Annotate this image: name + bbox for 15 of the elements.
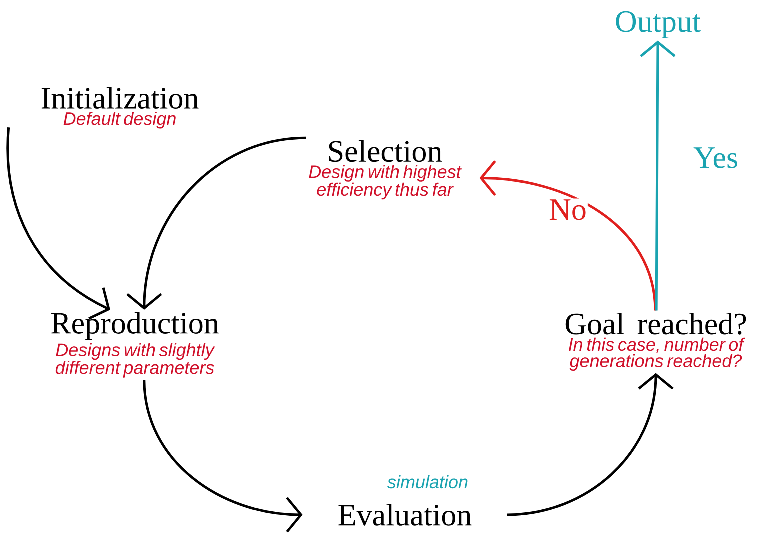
arrow (126, 136, 306, 310)
node-label: simulation (388, 475, 468, 489)
edge-label: Yes (692, 146, 740, 170)
arrow (507, 373, 674, 516)
arrow (143, 380, 303, 533)
step-label: Goal reached? In this case, number of generations reached? (566, 312, 746, 372)
step-label: Reproduction Designs with slightly different parameters (52, 312, 219, 378)
step-label: Output (616, 11, 701, 39)
arrow (6, 128, 110, 320)
edge-label: No (548, 198, 588, 222)
arrow (480, 160, 657, 311)
arrow (640, 40, 676, 311)
step-label: Selection Design with highest efficiency thus far (309, 140, 462, 200)
step-label: Initialization Default design (42, 87, 199, 129)
step-label: Evaluation (338, 504, 472, 526)
